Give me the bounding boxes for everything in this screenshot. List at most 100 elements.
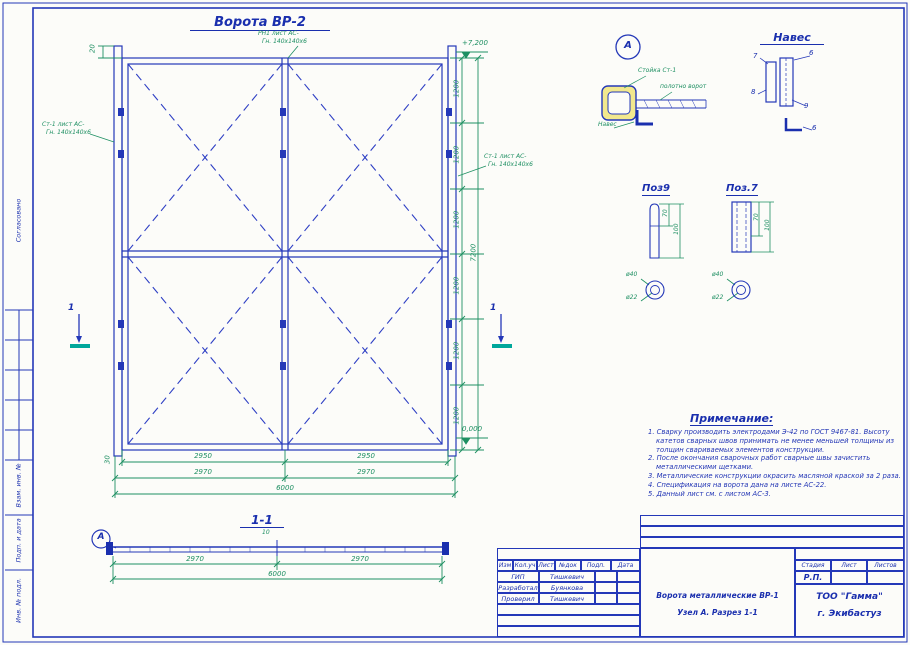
tb-empty-row (497, 626, 640, 637)
tb-name-gip: Тишкевич (539, 571, 595, 582)
dim-right-1200: 1200 (452, 145, 461, 164)
left-callout-line2: Гн. 140х140х6 (46, 129, 91, 136)
tb-col-data: Дата (611, 560, 640, 571)
section-mark-right: 1 (490, 303, 497, 313)
dim-bottom-2970: 2970 (357, 468, 375, 476)
margin-soglasovano: Согласовано (14, 198, 23, 243)
tb-name-razrabotal: Буянкова (539, 582, 595, 593)
tb-col-label: Подп. (586, 562, 606, 569)
tb-sheets-label-cell: Листов (867, 560, 904, 571)
note-item: 1. Сварку производить электродами Э-42 п… (648, 428, 895, 454)
poz9-dim-70: 70 (661, 209, 669, 217)
title-block-extra-row (640, 537, 904, 548)
poz9-dia-outer: ø40 (626, 271, 638, 278)
tb-sheet-label: Лист (841, 562, 857, 569)
tb-role: ГИП (511, 572, 525, 581)
left-callout-line1: Ст-1 лист АС- (42, 121, 85, 128)
section-mark-left: 1 (68, 303, 75, 313)
detail-a-polotno-label: полотно ворот (660, 83, 707, 90)
dim-bottom-total: 6000 (276, 484, 294, 492)
tb-sign-cell (595, 582, 617, 593)
dim-right-1200: 1200 (452, 210, 461, 229)
tb-sheet-label-cell: Лист (831, 560, 867, 571)
tb-stage-label-cell: Стадия (795, 560, 831, 571)
tb-role: Разработал (498, 583, 538, 592)
tb-col-koluch: Кол.уч (513, 560, 537, 571)
detail-a-stoika-label: Стойка Ст-1 (638, 67, 677, 74)
title-block-empty-row (497, 548, 640, 560)
section-view-title: 1-1 (240, 514, 284, 528)
tb-name: Буянкова (550, 583, 584, 592)
tb-role-razrabotal: Разработал (497, 582, 539, 593)
notes-list: 1. Сварку производить электродами Э-42 п… (648, 428, 902, 499)
tb-col-label: Кол.уч (514, 562, 536, 569)
tb-company-cell (795, 584, 904, 637)
naves-callout-6a: 6 (809, 49, 814, 57)
hinge-marks (118, 108, 452, 370)
detail-a-naves-label: Навес (598, 121, 617, 128)
gate-bracing (127, 63, 443, 445)
tb-doc-title-line2: Узел А. Разрез 1-1 (677, 608, 758, 617)
tb-role-gip: ГИП (497, 571, 539, 582)
tb-col-izm: Изм (497, 560, 513, 571)
naves-callout-6b: 6 (812, 124, 817, 132)
tb-col-ndok: №док (555, 560, 581, 571)
tb-role: Проверил (501, 594, 535, 603)
dimension-post-top (98, 45, 122, 59)
dimension-lines-bottom (111, 450, 459, 498)
detail-a-drawing (601, 34, 707, 129)
tb-sheet-value-cell (831, 571, 867, 584)
section-view-bubble: А (97, 532, 105, 542)
naves-title: Навес (760, 32, 824, 45)
tb-sign-cell (595, 571, 617, 582)
dim-right-1200: 1200 (452, 276, 461, 295)
tb-company-name: ТОО "Гамма" (816, 592, 883, 602)
naves-detail-drawing (757, 55, 813, 132)
dim-bottom-2970: 2970 (194, 468, 212, 476)
poz7-drawing (726, 201, 774, 302)
tb-col-list: Лист (537, 560, 555, 571)
elevation-top-label: +7,200 (462, 39, 488, 47)
dim-right-1200: 1200 (452, 406, 461, 425)
tb-col-label: Дата (617, 562, 634, 569)
tb-sheets-value-cell (867, 571, 904, 584)
tb-name: Тишкевич (550, 572, 584, 581)
note-item: 4. Спецификация на ворота дана на листе … (648, 480, 827, 489)
margin-stamp-grid (5, 309, 33, 571)
poz7-dia-outer: ø40 (712, 271, 724, 278)
tb-col-label: №док (559, 562, 577, 569)
tb-empty-row (497, 604, 640, 615)
tb-col-label: Изм (498, 562, 512, 569)
tb-date-cell (617, 593, 640, 604)
tb-stage-value: Р.П. (803, 573, 823, 582)
dim-bottom-2950: 2950 (357, 452, 375, 460)
naves-callout-7: 7 (753, 52, 758, 60)
title-block-extra-row (640, 526, 904, 537)
tb-col-podp: Подп. (581, 560, 611, 571)
tb-date-cell (617, 571, 640, 582)
poz9-dia-hole: ø22 (626, 294, 638, 301)
title-block-extra-row (640, 515, 904, 526)
tb-name: Тишкевич (550, 594, 584, 603)
poz7-title: Поз.7 (726, 183, 758, 196)
margin-inv-podl: Инв. № подл. (14, 577, 23, 623)
dim-bottom-2950: 2950 (194, 452, 212, 460)
section-cut-marks (70, 314, 512, 348)
elevation-marks (456, 51, 488, 445)
gate-structure (113, 45, 457, 457)
poz7-dia-hole: ø22 (712, 294, 724, 301)
right-callout-line2: Гн. 140х140х6 (488, 161, 533, 168)
tb-date-cell (617, 582, 640, 593)
tb-doc-title-cell (640, 548, 795, 637)
note-item: 2. После окончания сварочных работ сварн… (648, 454, 871, 472)
detail-a-bubble: А (624, 40, 632, 51)
section-dim-gap: 10 (262, 529, 270, 536)
naves-callout-8: 8 (751, 88, 756, 96)
poz9-drawing (640, 203, 684, 302)
top-callout-line2: Гн. 140х140х6 (262, 38, 307, 45)
tb-stage-label: Стадия (801, 562, 825, 569)
section-dim-2970: 2970 (186, 555, 204, 563)
tb-right-empty-row (795, 548, 904, 560)
